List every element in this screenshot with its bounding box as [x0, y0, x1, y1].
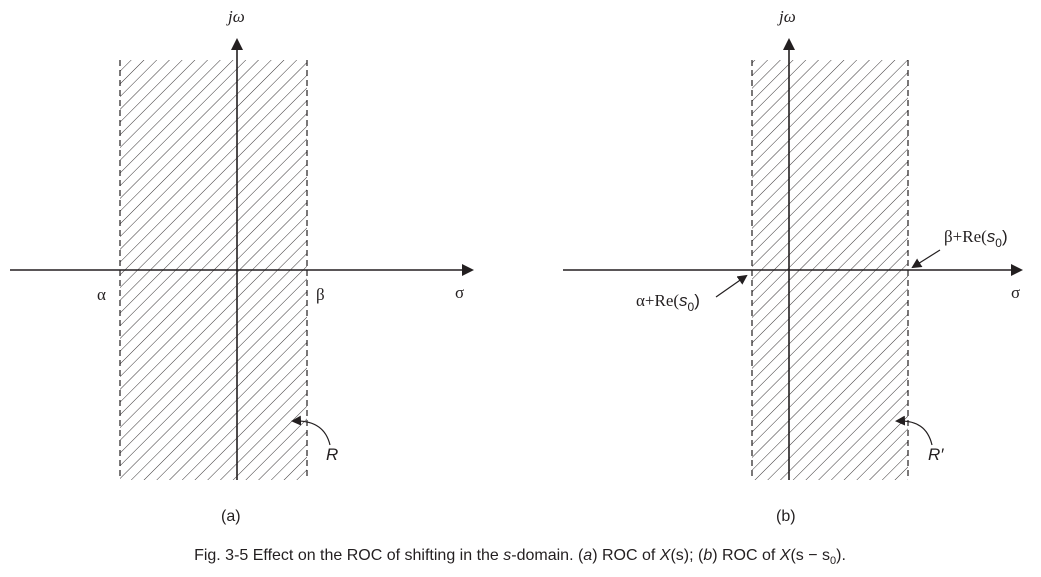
caption-t7: (s); ( [670, 547, 704, 564]
caption-t11: (s − s [790, 547, 830, 564]
region-label-a: R [326, 445, 338, 464]
real-axis-label-b: σ [1011, 283, 1020, 302]
panel-label-b: (b) [776, 508, 796, 525]
panel-b: jω σ α+Re(s0) β+Re(s0) R′ (b) [563, 7, 1023, 525]
imag-axis-arrow-b [783, 38, 795, 50]
caption-t10: X [779, 547, 792, 564]
left-bound-label-sub: 0 [688, 300, 695, 314]
caption-t2: s [503, 547, 511, 564]
region-pointer-a [291, 415, 331, 446]
caption-t9: ) ROC of [712, 547, 780, 564]
beta-label-a: β [316, 285, 325, 304]
caption-t4: a [583, 547, 592, 564]
real-axis-arrow-a [462, 264, 474, 276]
caption-t8: b [703, 547, 712, 564]
left-bound-pointer-b [715, 274, 748, 298]
real-axis-arrow-b [1011, 264, 1023, 276]
right-bound-pointer-b [911, 249, 941, 269]
caption-t12: 0 [830, 555, 836, 567]
region-label-b: R′ [928, 445, 944, 464]
caption-t5: ) ROC of [592, 547, 660, 564]
right-bound-label-suffix: ) [1002, 227, 1008, 246]
left-bound-label-suffix: ) [694, 291, 700, 310]
real-axis-label-a: σ [455, 283, 464, 302]
panel-label-a: (a) [221, 508, 241, 525]
left-bound-label-prefix: α+Re( [636, 291, 679, 310]
region-pointer-b [895, 415, 933, 446]
right-bound-label-prefix: β+Re( [944, 227, 987, 246]
caption-t1: Fig. 3-5 Effect on the ROC of shifting i… [194, 547, 503, 564]
right-bound-label-sub: 0 [995, 236, 1002, 250]
alpha-label-a: α [97, 285, 106, 304]
caption-t3: -domain. ( [511, 547, 584, 564]
right-bound-label-var: s [987, 227, 996, 246]
panel-a: jω σ α β R (a) [10, 7, 474, 525]
right-bound-label-b: β+Re(s0) [944, 227, 1008, 250]
left-bound-label-var: s [679, 291, 688, 310]
left-bound-label-b: α+Re(s0) [636, 291, 700, 314]
imag-axis-label-b: jω [777, 7, 796, 26]
figure-caption: Fig. 3-5 Effect on the ROC of shifting i… [194, 547, 846, 567]
imag-axis-label-a: jω [226, 7, 245, 26]
caption-t13: ). [836, 547, 846, 564]
imag-axis-arrow-a [231, 38, 243, 50]
caption-t6: X [659, 547, 672, 564]
